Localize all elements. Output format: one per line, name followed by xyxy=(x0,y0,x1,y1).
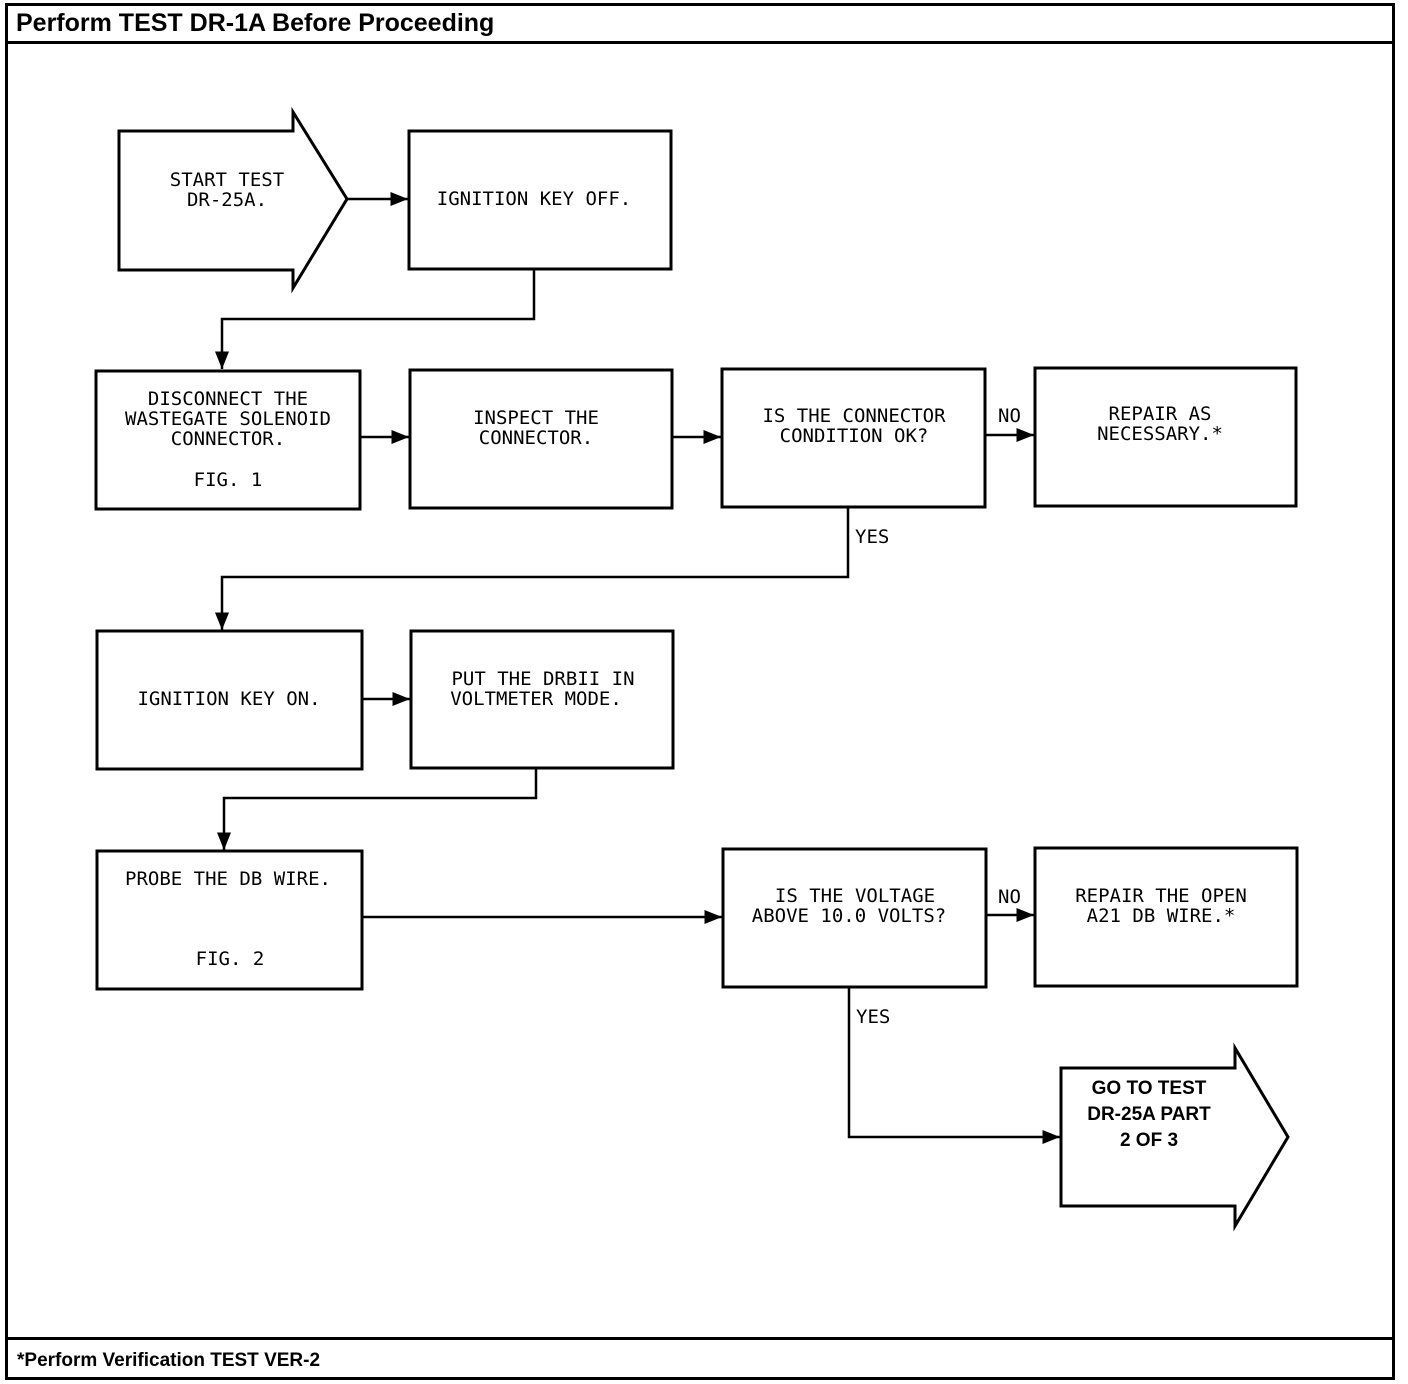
step-repair-open-wire: REPAIR THE OPEN A21 DB WIRE.* xyxy=(1033,846,1299,988)
step-label-line2: CONNECTOR. xyxy=(479,427,593,449)
branch-label-no: NO xyxy=(998,886,1021,908)
step-drbii-voltmeter: PUT THE DRBII IN VOLTMETER MODE. xyxy=(409,629,675,770)
arrow-drbii-to-probe xyxy=(217,769,538,850)
branch-label-no: NO xyxy=(998,405,1021,427)
goto-arrow-shape xyxy=(1059,1042,1290,1232)
decision-label-line1: IS THE CONNECTOR xyxy=(762,405,946,427)
step-box xyxy=(95,849,364,991)
goto-label-line3: 2 OF 3 xyxy=(1120,1130,1178,1151)
step-label-line2: A21 DB WIRE.* xyxy=(1087,905,1236,927)
figure-reference: FIG. 1 xyxy=(194,469,263,491)
decision-voltage: IS THE VOLTAGE ABOVE 10.0 VOLTS? xyxy=(721,847,988,989)
step-label-line1: REPAIR AS xyxy=(1109,403,1212,425)
step-box xyxy=(1033,846,1299,988)
decision-label-line2: ABOVE 10.0 VOLTS? xyxy=(752,905,946,927)
step-box xyxy=(408,368,674,510)
step-label-line2: VOLTMETER MODE. xyxy=(450,688,622,710)
step-ignition-off: IGNITION KEY OFF. xyxy=(407,129,673,271)
step-label-line1: PROBE THE DB WIRE. xyxy=(125,868,331,890)
step-box xyxy=(1033,366,1298,508)
step-label-line1: INSPECT THE xyxy=(473,407,599,429)
step-label: IGNITION KEY ON. xyxy=(137,688,320,710)
connectors xyxy=(215,192,1060,1144)
step-probe-db-wire: PROBE THE DB WIRE. FIG. 2 xyxy=(95,849,364,991)
start-label-line2: DR-25A. xyxy=(187,189,267,211)
step-box xyxy=(95,629,364,771)
goto-label-line2: DR-25A PART xyxy=(1087,1104,1211,1125)
decision-label-line1: IS THE VOLTAGE xyxy=(775,885,935,907)
figure-reference: FIG. 2 xyxy=(196,948,265,970)
step-box xyxy=(94,369,362,511)
footer-note: *Perform Verification TEST VER-2 xyxy=(17,1350,321,1371)
step-label-line1: PUT THE DRBII IN xyxy=(451,668,634,690)
start-node: START TEST DR-25A. xyxy=(117,106,349,294)
step-inspect-connector: INSPECT THE CONNECTOR. xyxy=(408,368,674,510)
decision-box xyxy=(720,367,987,509)
step-label-line1: DISCONNECT THE xyxy=(148,388,308,410)
step-label-line1: REPAIR THE OPEN xyxy=(1075,885,1247,907)
branch-label-yes: YES xyxy=(856,1006,890,1028)
footer-bar: *Perform Verification TEST VER-2 xyxy=(5,1337,1395,1380)
page-title: Perform TEST DR-1A Before Proceeding xyxy=(16,9,495,37)
arrow-voltage-yes xyxy=(847,988,1060,1144)
step-box xyxy=(409,629,675,770)
step-label-line3: CONNECTOR. xyxy=(171,428,285,450)
goto-label-line1: GO TO TEST xyxy=(1092,1078,1207,1099)
arrow-connector-ok-yes xyxy=(215,508,850,630)
branch-label-yes: YES xyxy=(855,526,889,548)
decision-connector-ok: IS THE CONNECTOR CONDITION OK? xyxy=(720,367,987,509)
diagram-frame xyxy=(5,3,1395,1380)
step-label: IGNITION KEY OFF. xyxy=(437,188,631,210)
step-label-line2: NECESSARY.* xyxy=(1097,423,1223,445)
step-disconnect-connector: DISCONNECT THE WASTEGATE SOLENOID CONNEC… xyxy=(94,369,362,511)
decision-box xyxy=(721,847,988,989)
step-repair-as-necessary: REPAIR AS NECESSARY.* xyxy=(1033,366,1298,508)
header-bar: Perform TEST DR-1A Before Proceeding xyxy=(5,3,1395,44)
step-label-line2: WASTEGATE SOLENOID xyxy=(125,408,331,430)
arrow-ignition-off-to-disconnect xyxy=(215,270,536,369)
step-ignition-on: IGNITION KEY ON. xyxy=(95,629,364,771)
decision-label-line2: CONDITION OK? xyxy=(780,425,929,447)
start-arrow-shape xyxy=(117,106,349,294)
goto-node: GO TO TEST DR-25A PART 2 OF 3 xyxy=(1059,1042,1290,1232)
start-label-line1: START TEST xyxy=(170,169,284,191)
step-box xyxy=(407,129,673,271)
